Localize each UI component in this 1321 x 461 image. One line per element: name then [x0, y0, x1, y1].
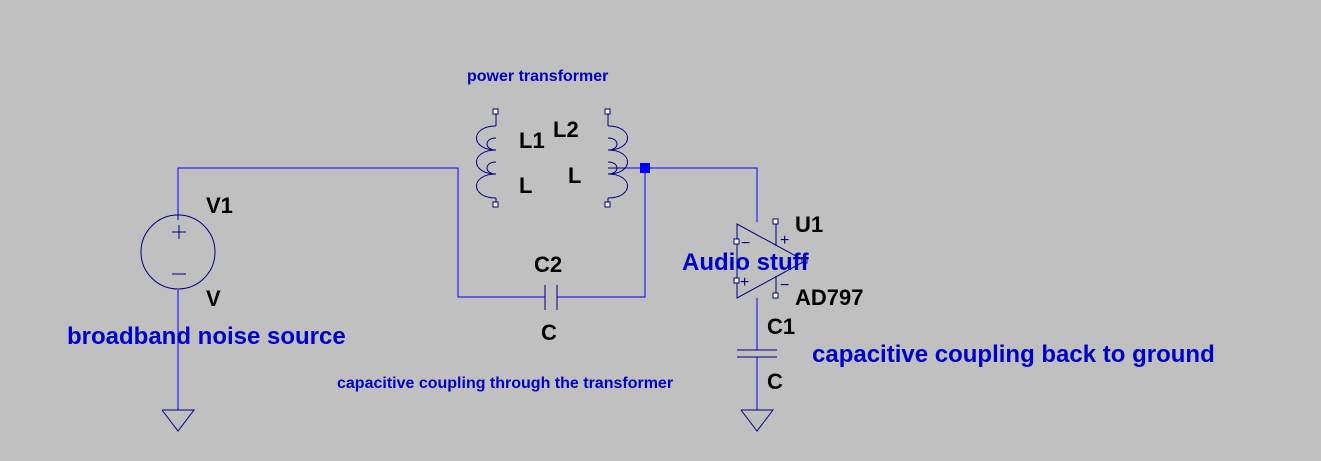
opamp-pin-noninv[interactable] [733, 277, 740, 284]
power-transformer-annotation: power transformer [467, 68, 608, 85]
opamp-pin-vminus[interactable] [772, 292, 779, 299]
v1-value-label: V [206, 286, 221, 311]
wire-c2-to-l2[interactable] [557, 168, 646, 298]
opamp-noninv-sign: + [740, 274, 749, 291]
c2-value-label: C [541, 320, 557, 345]
c1-name-label: C1 [767, 314, 795, 339]
l1-pin-top[interactable] [492, 108, 499, 115]
l2-name-label: L2 [553, 117, 579, 142]
wire-v1-to-l1[interactable] [177, 167, 545, 298]
l2-value-label: L [568, 163, 581, 188]
l2-inductor[interactable] [604, 108, 628, 208]
l1-name-label: L1 [519, 128, 545, 153]
opamp-pin-vplus[interactable] [772, 218, 779, 225]
opamp-inv-sign: − [741, 235, 750, 252]
wires [177, 167, 758, 410]
l1-pin-bottom[interactable] [492, 201, 499, 208]
l1-inductor[interactable] [476, 108, 499, 208]
wire-l2-to-u1[interactable] [645, 167, 758, 222]
u1-name-label: U1 [795, 212, 823, 237]
u1-opamp[interactable]: + − − + [733, 218, 808, 299]
l2-pin-top[interactable] [604, 108, 611, 115]
audio-stuff-annotation: Audio stuff [682, 249, 810, 276]
coupling-transformer-annotation: capacitive coupling through the transfor… [337, 375, 673, 392]
coupling-ground-annotation: capacitive coupling back to ground [812, 341, 1215, 368]
v1-source-circle [140, 214, 216, 290]
opamp-triangle [736, 223, 807, 299]
opamp-vplus-sign: + [780, 232, 789, 249]
l1-value-label: L [519, 173, 532, 198]
ground-symbol-left[interactable] [161, 409, 196, 432]
u1-value-label: AD797 [795, 285, 863, 310]
opamp-pin-out[interactable] [801, 257, 808, 264]
opamp-vminus-sign: − [780, 277, 789, 294]
opamp-pin-inv[interactable] [733, 238, 740, 245]
c2-name-label: C2 [534, 252, 562, 277]
junction-dot[interactable] [640, 163, 650, 173]
c1-capacitor[interactable] [737, 349, 777, 358]
v1-name-label: V1 [206, 193, 233, 218]
broadband-noise-annotation: broadband noise source [67, 323, 346, 350]
v1-voltage-source[interactable] [140, 214, 216, 290]
c2-capacitor[interactable] [544, 285, 558, 310]
l2-pin-bottom[interactable] [604, 201, 611, 208]
c1-value-label: C [767, 369, 783, 394]
ground-symbol-right[interactable] [740, 409, 775, 432]
